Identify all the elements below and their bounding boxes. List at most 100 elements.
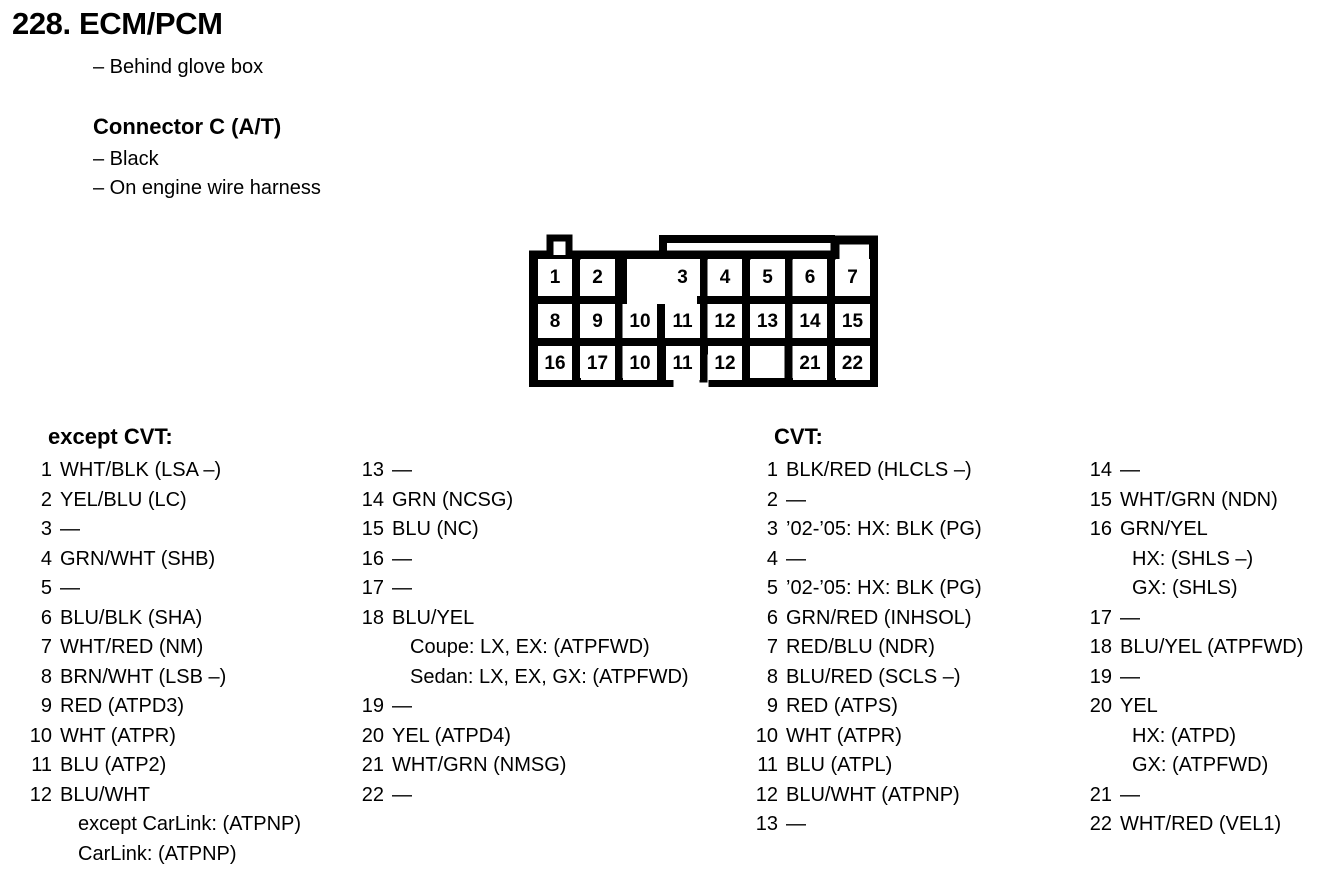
pin-number: 12 (755, 783, 778, 806)
pin-number: 10 (755, 724, 778, 747)
pin-list-row: 17— (1086, 604, 1344, 634)
pin-description-variant: HX: (SHLS –) (1132, 547, 1254, 570)
pin-description: — (1120, 665, 1140, 688)
pin-number: 15 (1089, 488, 1112, 511)
pin-number: 17 (1089, 606, 1112, 629)
pin-number: 13 (755, 813, 778, 835)
pin-description-variant: GX: (ATPFWD) (1132, 754, 1269, 776)
pin-cell: 3 (665, 259, 700, 296)
pin-description: — (786, 813, 806, 835)
pin-description: ’02-’05: HX: BLK (PG) (786, 518, 982, 540)
pin-number: 10 (29, 724, 52, 747)
location-note: – Behind glove box (93, 56, 264, 78)
pin-cell: 11 (665, 304, 700, 338)
pin-cell: 8 (538, 304, 572, 338)
pin-description: RED (ATPD3) (60, 695, 185, 717)
pin-cell: 21 (793, 346, 827, 380)
pin-description: BLU (ATPL) (786, 754, 893, 776)
pin-list-row: 19— (358, 692, 708, 722)
pin-cell: 4 (708, 259, 742, 296)
pin-description: — (786, 488, 806, 511)
pin-number: 16 (361, 547, 384, 570)
pin-description-variant: Sedan: LX, EX, GX: (ATPFWD) (410, 665, 689, 688)
pin-cell: 15 (835, 304, 870, 338)
connector-harness-note: – On engine wire harness (93, 177, 321, 199)
pin-number: 19 (1089, 665, 1112, 688)
pin-list-row: 16 — (358, 545, 708, 575)
pin-number: 4 (40, 547, 52, 570)
pin-cell: 12 (708, 346, 742, 380)
pin-number: 7 (40, 636, 52, 658)
pin-description: BLU (ATP2) (60, 754, 167, 776)
pin-description: WHT/RED (NM) (60, 636, 204, 658)
pin-description: BLK/RED (HLCLS –) (786, 459, 972, 481)
pin-description-variant: CarLink: (ATPNP) (78, 842, 237, 865)
connector-c-pin-diagram: 1 2 3 4 5 6 7 8 9 10 11 12 13 14 15 16 1… (529, 232, 878, 387)
pin-number: 11 (757, 754, 778, 776)
pin-number: 12 (29, 783, 52, 806)
pin-description: YEL/BLU (LC) (60, 488, 187, 511)
pin-number: 9 (40, 695, 52, 717)
pin-number: 11 (31, 754, 52, 776)
pin-description: — (1120, 459, 1140, 481)
pin-description: BLU/YEL (ATPFWD) (1120, 636, 1304, 658)
pin-description: — (392, 695, 412, 717)
pin-description: — (786, 547, 806, 570)
pin-description: RED (ATPS) (786, 695, 898, 717)
pin-number: 22 (361, 783, 384, 806)
pin-number: 3 (40, 518, 52, 540)
pin-list-row: 21— (1086, 781, 1344, 811)
pin-description: BLU/WHT (ATPNP) (786, 783, 960, 806)
pin-cell: 22 (835, 346, 870, 380)
pin-number: 18 (1089, 636, 1112, 658)
connector-color-note: – Black (93, 148, 159, 170)
pin-number: 16 (1089, 518, 1112, 540)
pin-list-row: 11 BLU (ATP2) (26, 751, 356, 781)
list-heading-cvt: CVT: (774, 424, 823, 449)
pin-description-variant: GX: (SHLS) (1132, 577, 1238, 599)
pin-description: BLU (NC) (392, 518, 479, 540)
pin-description: WHT (ATPR) (60, 724, 176, 747)
pin-list-row: 19 — (1086, 663, 1344, 693)
pin-description: WHT/GRN (NDN) (1120, 488, 1278, 511)
pin-list-row: 2— (752, 486, 1082, 516)
pin-number: 8 (766, 665, 778, 688)
pin-list-row: 13— (358, 456, 708, 486)
pin-number: 4 (766, 547, 778, 570)
pin-number: 20 (1089, 695, 1112, 717)
pin-list-row: 13 — (752, 810, 1082, 840)
pin-number: 15 (361, 518, 384, 540)
pin-cell: 17 (580, 346, 615, 380)
pin-number: 6 (40, 606, 52, 629)
pin-list-row: 10 WHT (ATPR) (26, 722, 356, 752)
pin-list-row: 14— (1086, 456, 1344, 486)
pin-description: — (60, 518, 80, 540)
pin-list-row: 18 BLU/YEL (ATPFWD) (1086, 633, 1344, 663)
pin-description: GRN (NCSG) (392, 488, 514, 511)
pin-list-row: 9 RED (ATPD3) (26, 692, 356, 722)
pin-description: — (60, 577, 80, 599)
pin-description: — (392, 547, 412, 570)
connector-lock-tab (546, 234, 573, 255)
pin-number: 5 (766, 577, 778, 599)
pin-number: 2 (766, 488, 778, 511)
pin-list-row: 4— (752, 545, 1082, 575)
page-title: 228. ECM/PCM (12, 6, 223, 41)
pin-list-row: 17— (358, 574, 708, 604)
pin-description: BLU/BLK (SHA) (60, 606, 203, 629)
